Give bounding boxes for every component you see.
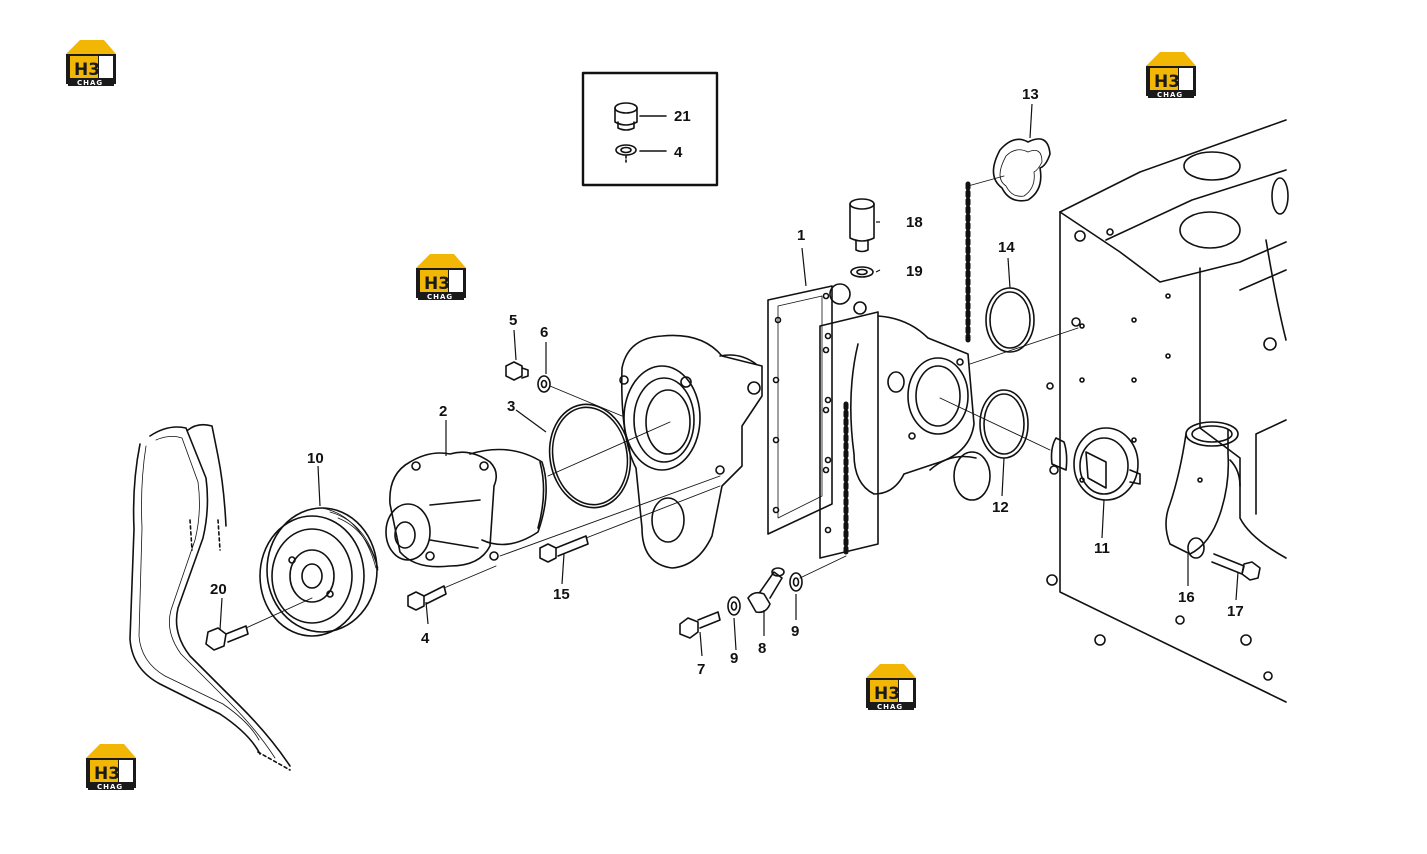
callout-11: 11 bbox=[1094, 540, 1110, 557]
washer-4-inset bbox=[615, 144, 637, 165]
washer-6 bbox=[537, 375, 551, 393]
fitting-8 bbox=[747, 567, 785, 614]
callout-21: 21 bbox=[674, 108, 691, 125]
callout-17: 17 bbox=[1227, 603, 1244, 620]
o-ring-12 bbox=[979, 389, 1029, 459]
callout-2: 2 bbox=[439, 403, 447, 420]
screw-5 bbox=[505, 361, 529, 381]
drive-belt bbox=[129, 423, 291, 771]
outlet-16 bbox=[1165, 421, 1241, 559]
washer-19 bbox=[850, 266, 874, 278]
watermark-logo: H3 CHAG bbox=[866, 664, 916, 711]
callout-9b: 9 bbox=[791, 623, 799, 640]
seal-13 bbox=[992, 138, 1051, 202]
o-ring-14 bbox=[985, 287, 1035, 353]
washer-9a bbox=[727, 596, 741, 616]
watermark-logo: H3 CHAG bbox=[416, 254, 466, 301]
callout-18: 18 bbox=[906, 214, 923, 231]
callout-5: 5 bbox=[509, 312, 517, 329]
callout-3: 3 bbox=[507, 398, 515, 415]
callout-14: 14 bbox=[998, 239, 1015, 256]
svg-text:H3: H3 bbox=[74, 60, 100, 80]
pump-housing bbox=[619, 334, 763, 569]
callout-20: 20 bbox=[210, 581, 227, 598]
watermark-logo: H3 CHAG bbox=[1146, 52, 1196, 99]
engine-block bbox=[1046, 119, 1289, 703]
watermark-logo: H3 CHAG bbox=[86, 744, 136, 791]
callout-16: 16 bbox=[1178, 589, 1195, 606]
bolt-4 bbox=[407, 565, 497, 611]
bolt-7 bbox=[679, 611, 721, 639]
gasket-plate-1 bbox=[767, 283, 851, 535]
bolt-20 bbox=[205, 597, 313, 651]
callout-15: 15 bbox=[553, 586, 570, 603]
callout-4-inset: 4 bbox=[674, 144, 683, 161]
callout-7: 7 bbox=[697, 661, 705, 678]
svg-text:H3: H3 bbox=[424, 274, 450, 294]
callout-8: 8 bbox=[758, 640, 766, 657]
callout-19: 19 bbox=[906, 263, 923, 280]
svg-text:H3: H3 bbox=[1154, 72, 1180, 92]
bolt-15 bbox=[499, 475, 721, 563]
svg-text:CHAG: CHAG bbox=[77, 79, 103, 87]
washer-9b bbox=[789, 572, 803, 592]
sensor-18 bbox=[849, 198, 875, 253]
svg-text:CHAG: CHAG bbox=[427, 293, 453, 301]
callout-10: 10 bbox=[307, 450, 324, 467]
water-pump-2 bbox=[385, 448, 547, 568]
thermostat-11 bbox=[1050, 427, 1141, 501]
watermark-logo: H3 CHAG bbox=[66, 40, 116, 87]
bolt-17 bbox=[1211, 553, 1261, 581]
pulley-10 bbox=[259, 507, 379, 637]
callout-12: 12 bbox=[992, 499, 1009, 516]
callout-6: 6 bbox=[540, 324, 548, 341]
svg-text:H3: H3 bbox=[94, 764, 120, 784]
callout-9a: 9 bbox=[730, 650, 738, 667]
thermostat-housing bbox=[819, 301, 991, 559]
plug-21 bbox=[614, 102, 638, 131]
callout-1: 1 bbox=[797, 227, 805, 244]
svg-text:CHAG: CHAG bbox=[1157, 91, 1183, 99]
callout-4: 4 bbox=[421, 630, 430, 647]
svg-text:CHAG: CHAG bbox=[97, 783, 123, 791]
inset-box bbox=[581, 71, 719, 187]
callout-13: 13 bbox=[1022, 86, 1039, 103]
svg-text:H3: H3 bbox=[874, 684, 900, 704]
svg-text:CHAG: CHAG bbox=[877, 703, 903, 711]
